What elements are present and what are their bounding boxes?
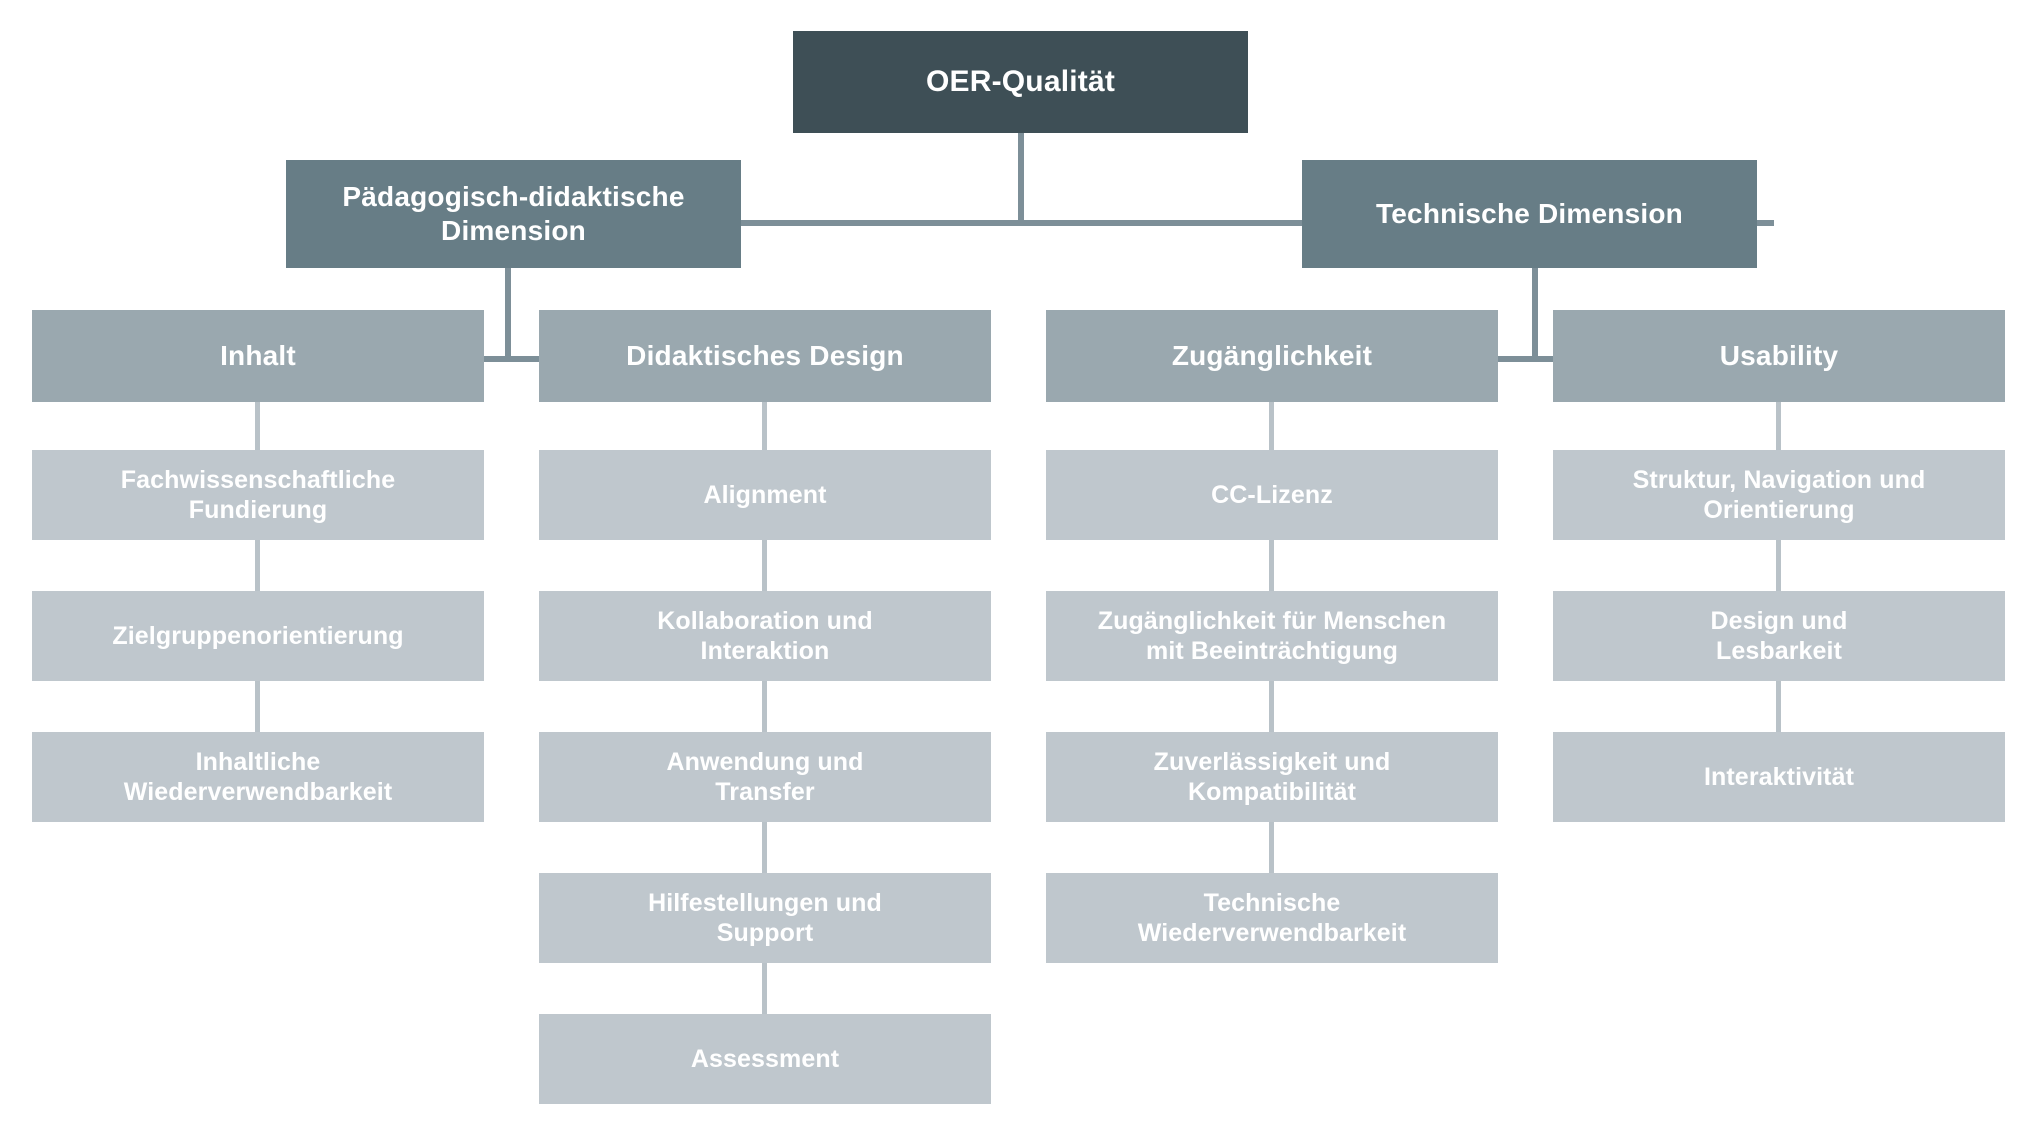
leaf-node-zielgruppenorientierung[interactable]: Zielgruppenorientierung bbox=[32, 591, 484, 681]
leaf-node-design-und-lesbarkeit[interactable]: Design und Lesbarkeit bbox=[1553, 591, 2005, 681]
leaf-node-fachwissenschaftliche-fundierung[interactable]: Fachwissenschaftliche Fundierung bbox=[32, 450, 484, 540]
connector-left-categories-horizontal bbox=[258, 356, 768, 362]
leaf-node-anwendung-und-transfer[interactable]: Anwendung und Transfer bbox=[539, 732, 991, 822]
leaf-node-cc-lizenz[interactable]: CC-Lizenz bbox=[1046, 450, 1498, 540]
leaf-node-zuverlaessigkeit-und-kompatibilitaet[interactable]: Zuverlässigkeit und Kompatibilität bbox=[1046, 732, 1498, 822]
leaf-node-hilfestellungen-und-support[interactable]: Hilfestellungen und Support bbox=[539, 873, 991, 963]
leaf-node-kollaboration-und-interaktion[interactable]: Kollaboration und Interaktion bbox=[539, 591, 991, 681]
root-node-oer-qualitaet[interactable]: OER-Qualität bbox=[793, 31, 1248, 133]
leaf-node-zugaenglichkeit-fuer-menschen-mit-beeintraechtigung[interactable]: Zugänglichkeit für Menschen mit Beeinträ… bbox=[1046, 591, 1498, 681]
connector-dimensions-horizontal bbox=[734, 220, 1774, 226]
category-node-zugaenglichkeit[interactable]: Zugänglichkeit bbox=[1046, 310, 1498, 402]
leaf-node-interaktivitaet[interactable]: Interaktivität bbox=[1553, 732, 2005, 822]
leaf-node-alignment[interactable]: Alignment bbox=[539, 450, 991, 540]
connector-right-categories-horizontal bbox=[1280, 356, 1790, 362]
leaf-node-struktur-navigation-und-orientierung[interactable]: Struktur, Navigation und Orientierung bbox=[1553, 450, 2005, 540]
category-node-inhalt[interactable]: Inhalt bbox=[32, 310, 484, 402]
dimension-node-technische[interactable]: Technische Dimension bbox=[1302, 160, 1757, 268]
leaf-node-assessment[interactable]: Assessment bbox=[539, 1014, 991, 1104]
connector-root-down bbox=[1018, 133, 1024, 223]
category-node-didaktisches-design[interactable]: Didaktisches Design bbox=[539, 310, 991, 402]
connector-left-dimension-down bbox=[505, 268, 511, 362]
connector-right-dimension-down bbox=[1532, 268, 1538, 362]
connector-column-zugaenglichkeit bbox=[1269, 402, 1274, 962]
leaf-node-technische-wiederverwendbarkeit[interactable]: Technische Wiederverwendbarkeit bbox=[1046, 873, 1498, 963]
leaf-node-inhaltliche-wiederverwendbarkeit[interactable]: Inhaltliche Wiederverwendbarkeit bbox=[32, 732, 484, 822]
dimension-node-paedagogisch-didaktische[interactable]: Pädagogisch-didaktische Dimension bbox=[286, 160, 741, 268]
category-node-usability[interactable]: Usability bbox=[1553, 310, 2005, 402]
